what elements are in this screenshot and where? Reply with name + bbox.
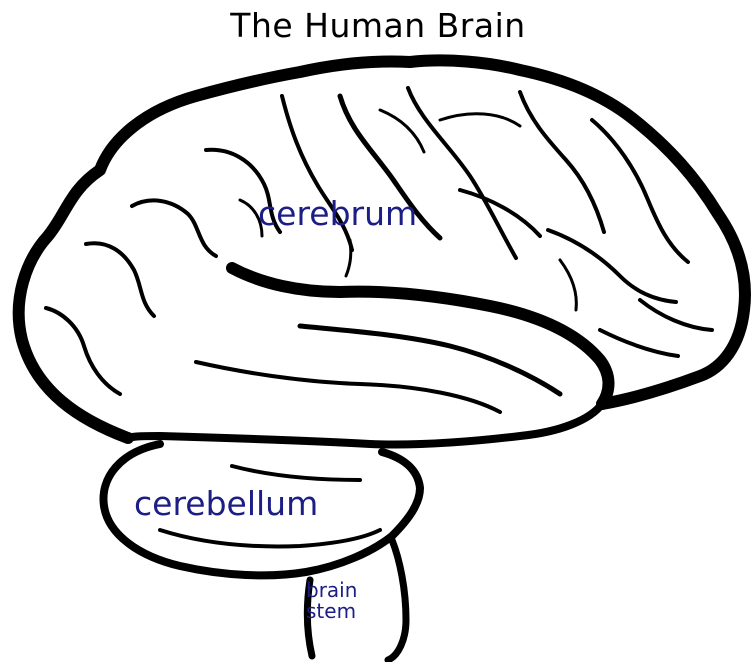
occipital-sulcus-2: [600, 330, 678, 356]
label-brain-stem-line1: brain: [306, 580, 357, 601]
temporal-lobe-underside: [128, 404, 602, 445]
frontal-sulcus-2: [132, 200, 216, 256]
parietal-sulcus-3: [548, 230, 676, 302]
parietal-sulcus-1: [520, 92, 604, 232]
label-brain-stem: brain stem: [306, 580, 357, 622]
cerebrum-outline: [19, 60, 745, 438]
diagram-title: The Human Brain: [0, 6, 756, 45]
label-cerebrum: cerebrum: [258, 194, 417, 233]
lateral-sulcus: [232, 268, 609, 404]
parietal-sulcus-6: [380, 110, 424, 152]
parietal-sulcus-2: [592, 120, 688, 262]
parietal-sulcus-5: [440, 114, 520, 126]
occipital-sulcus-1: [640, 300, 712, 330]
sulcus-branch-3: [560, 260, 576, 310]
label-cerebellum: cerebellum: [134, 484, 318, 523]
frontal-sulcus-4: [46, 308, 120, 394]
label-brain-stem-line2: stem: [306, 601, 357, 622]
sulcus-branch-1: [346, 240, 351, 276]
cerebellum-fold-2: [160, 530, 380, 546]
brain-stem-outline: [388, 540, 406, 660]
frontal-sulcus-3: [86, 243, 154, 316]
temporal-fold-2: [196, 362, 500, 412]
cerebellum-fold-1: [232, 466, 360, 480]
